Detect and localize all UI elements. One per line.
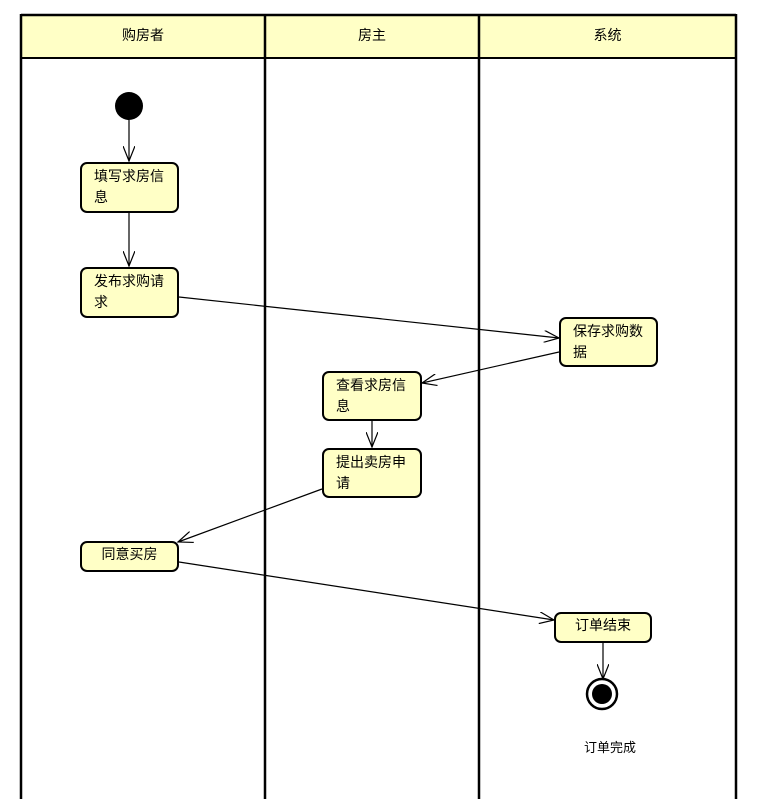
flow-agree-to-order-end	[178, 561, 554, 620]
final-node-label: 订单完成	[584, 741, 637, 756]
flow-save-to-view	[422, 351, 560, 383]
flow-propose-to-agree	[178, 488, 323, 542]
lane-title-owner: 房主	[358, 28, 386, 44]
final-node-core	[592, 684, 612, 704]
activity-publish-request: 发布求购请求	[80, 267, 179, 318]
activity-view-info: 查看求房信息	[322, 371, 422, 421]
activity-fill-info: 填写求房信息	[80, 162, 179, 213]
flow-publish-to-save	[178, 296, 559, 338]
lane-title-system: 系统	[593, 28, 622, 44]
activity-agree-buy: 同意买房	[80, 541, 179, 572]
initial-node	[115, 92, 143, 120]
lane-title-buyer: 购房者	[122, 28, 164, 44]
activity-order-end: 订单结束	[554, 612, 652, 643]
header-band	[21, 15, 736, 58]
activity-save-data: 保存求购数据	[559, 317, 658, 367]
activity-propose-sale: 提出卖房申请	[322, 448, 422, 498]
